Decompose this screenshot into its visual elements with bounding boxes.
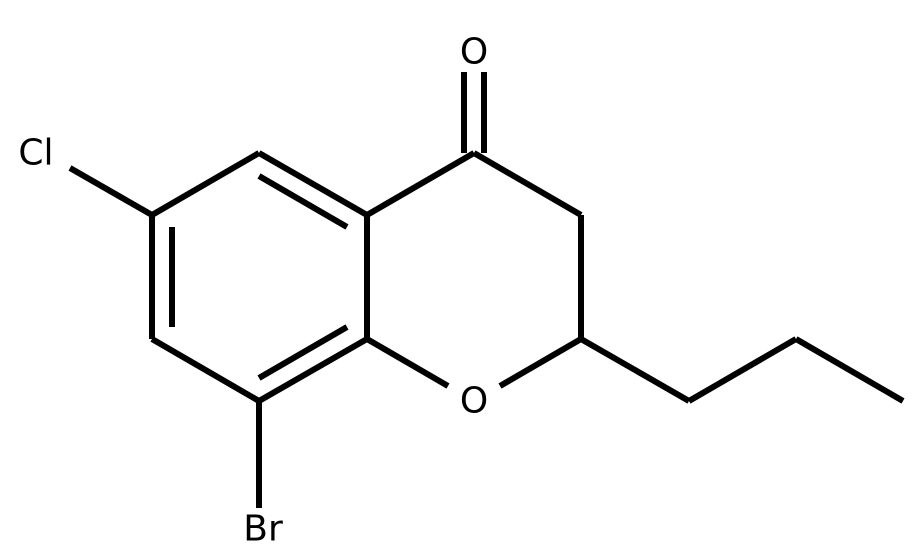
bond-c4a-c5-inner bbox=[257, 173, 349, 230]
bond-c5-c6 bbox=[150, 150, 261, 218]
bond-propyl2-propyl3 bbox=[794, 336, 905, 404]
bond-propyl1-propyl2 bbox=[687, 336, 798, 404]
atom-label-bromine: Br bbox=[243, 509, 283, 550]
atom-label-chlorine: Cl bbox=[18, 133, 53, 174]
atom-label-ring-oxygen: O bbox=[460, 381, 488, 422]
atom-label-carbonyl-oxygen: O bbox=[460, 32, 488, 73]
bond-c6-cl bbox=[68, 165, 154, 218]
bond-o1-c8a bbox=[365, 336, 450, 389]
bond-c8-c8a bbox=[257, 336, 369, 404]
bond-c4a-c4 bbox=[365, 150, 476, 218]
bond-c4a-c5 bbox=[257, 150, 369, 218]
bond-c4-c3 bbox=[472, 150, 583, 218]
bond-c2-propyl1 bbox=[579, 336, 691, 404]
bond-c8-c8a-inner bbox=[257, 324, 349, 381]
bond-c7-c8 bbox=[150, 336, 261, 404]
bond-c2-o1 bbox=[498, 336, 583, 389]
